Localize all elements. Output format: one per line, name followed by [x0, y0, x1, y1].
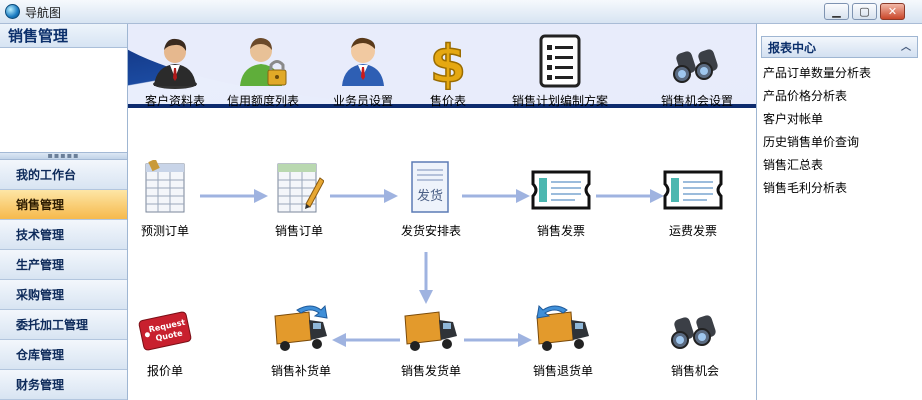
tool-label: 售价表 — [429, 94, 466, 108]
report-center-title: 报表中心 — [768, 41, 817, 55]
flow-node-sales-invoice[interactable]: 销售发票 — [506, 164, 616, 239]
binoculars-icon — [673, 49, 718, 83]
nav-item-production[interactable]: 生产管理 — [0, 250, 127, 280]
tool-label: 销售机会设置 — [660, 94, 733, 108]
report-item-customer-statement[interactable]: 客户对帐单 — [763, 112, 824, 126]
nav-item-purchasing[interactable]: 采购管理 — [0, 280, 127, 310]
report-item-product-price-analysis[interactable]: 产品价格分析表 — [763, 89, 848, 103]
window-titlebar: 导航图 ▁ ▢ ✕ — [0, 0, 922, 24]
invoice-ticket-icon — [663, 170, 723, 210]
flow-node-label: 预测订单 — [140, 224, 189, 238]
nav-item-warehouse[interactable]: 仓库管理 — [0, 340, 127, 370]
flow-node-sales-order[interactable]: 销售订单 — [244, 160, 354, 239]
svg-text:发货: 发货 — [417, 188, 443, 204]
nav-item-technology[interactable]: 技术管理 — [0, 220, 127, 250]
nav-item-outsourcing[interactable]: 委托加工管理 — [0, 310, 127, 340]
close-button[interactable]: ✕ — [880, 3, 905, 20]
flow-node-label: 销售退货单 — [532, 364, 593, 378]
report-item-sales-summary[interactable]: 销售汇总表 — [763, 158, 824, 172]
process-flow-area: 预测订单 销售订单 — [128, 108, 756, 400]
flow-node-return-order[interactable]: 销售退货单 — [508, 302, 618, 379]
flow-node-replenishment-order[interactable]: 销售补货单 — [246, 302, 356, 379]
report-item-historical-price-query[interactable]: 历史销售单价查询 — [763, 135, 860, 149]
document-icon: 发货 — [411, 161, 449, 213]
flow-node-label: 销售机会 — [670, 364, 719, 378]
spreadsheet-icon — [145, 160, 185, 213]
tool-sales-plan[interactable]: 销售计划编制方案 — [505, 32, 615, 108]
flow-node-shipping-schedule[interactable]: 发货 发货安排表 — [376, 158, 486, 239]
flow-arrow-right — [200, 189, 268, 203]
flow-node-label: 销售发票 — [536, 224, 585, 238]
flow-node-freight-invoice[interactable]: 运费发票 — [638, 164, 748, 239]
dollar-sign-icon: $ — [429, 34, 467, 90]
nav-item-finance[interactable]: 财务管理 — [0, 370, 127, 400]
flow-arrow-down — [419, 252, 433, 304]
credit-limit-user-lock-icon — [240, 38, 287, 86]
window-title: 导航图 — [25, 6, 62, 20]
flow-node-forecast-order[interactable]: 预测订单 — [110, 160, 220, 239]
tool-credit-limit[interactable]: 信用额度列表 — [218, 32, 308, 108]
flow-node-label: 销售订单 — [274, 224, 323, 238]
report-item-gross-profit-analysis[interactable]: 销售毛利分析表 — [763, 181, 848, 195]
flow-arrow-right — [330, 189, 398, 203]
toolbar-bottom-strip — [128, 104, 756, 108]
svg-text:$: $ — [430, 35, 466, 90]
tool-label: 销售计划编制方案 — [511, 94, 608, 108]
flow-node-label: 销售发货单 — [400, 364, 461, 378]
flow-node-label: 发货安排表 — [400, 224, 461, 238]
tool-label: 客户资料表 — [144, 94, 205, 108]
report-item-product-order-quantity[interactable]: 产品订单数量分析表 — [763, 66, 872, 80]
tool-salesman[interactable]: 业务员设置 — [318, 32, 408, 108]
left-nav-panel: 销售管理 ▪▪▪▪▪ 我的工作台 销售管理 技术管理 生产管理 采购管理 委托加… — [0, 24, 128, 400]
binoculars-icon — [671, 315, 716, 349]
left-panel-content — [0, 48, 127, 152]
flow-node-sales-opportunity[interactable]: 销售机会 — [640, 304, 750, 379]
minimize-button[interactable]: ▁ — [824, 3, 849, 20]
customer-profile-icon — [153, 38, 197, 89]
tool-price-list[interactable]: $ 售价表 — [403, 32, 493, 108]
panel-splitter-handle[interactable]: ▪▪▪▪▪ — [0, 152, 127, 160]
report-list: 产品订单数量分析表 产品价格分析表 客户对帐单 历史销售单价查询 销售汇总表 销… — [757, 58, 922, 200]
app-globe-icon — [5, 4, 20, 19]
truck-icon — [404, 311, 457, 351]
tool-sales-opportunity-settings[interactable]: 销售机会设置 — [652, 32, 742, 108]
checklist-icon — [539, 34, 581, 88]
nav-item-workbench[interactable]: 我的工作台 — [0, 160, 127, 190]
tool-label: 信用额度列表 — [226, 94, 299, 108]
collapse-caret-icon[interactable]: ︿ — [901, 42, 911, 53]
truck-return-icon — [536, 304, 589, 351]
left-panel-title: 销售管理 — [0, 24, 127, 48]
report-center-panel: 报表中心 ︿ 产品订单数量分析表 产品价格分析表 客户对帐单 历史销售单价查询 … — [756, 24, 922, 400]
request-quote-tag-icon: Request Quote — [138, 311, 192, 351]
nav-item-sales[interactable]: 销售管理 — [0, 190, 127, 220]
report-center-header[interactable]: 报表中心 ︿ — [761, 36, 918, 58]
top-toolbar: 客户资料表 信用额度列表 业务员设置 — [128, 24, 756, 108]
center-panel: 客户资料表 信用额度列表 业务员设置 — [128, 24, 756, 400]
flow-node-label: 销售补货单 — [270, 364, 331, 378]
flow-node-quotation[interactable]: Request Quote 报价单 — [110, 306, 220, 379]
flow-node-label: 报价单 — [146, 364, 183, 378]
flow-arrow-left — [332, 333, 400, 347]
tool-label: 业务员设置 — [332, 94, 393, 108]
maximize-button[interactable]: ▢ — [852, 3, 877, 20]
truck-forward-icon — [274, 304, 328, 351]
invoice-ticket-icon — [531, 170, 591, 210]
salesman-icon — [342, 37, 384, 86]
flow-arrow-right — [462, 189, 530, 203]
flow-node-delivery-order[interactable]: 销售发货单 — [376, 302, 486, 379]
flow-arrow-right — [596, 189, 664, 203]
tool-customer-profile[interactable]: 客户资料表 — [130, 32, 220, 108]
flow-node-label: 运费发票 — [668, 224, 717, 238]
flow-arrow-right — [464, 333, 532, 347]
spreadsheet-edit-icon — [277, 163, 324, 213]
